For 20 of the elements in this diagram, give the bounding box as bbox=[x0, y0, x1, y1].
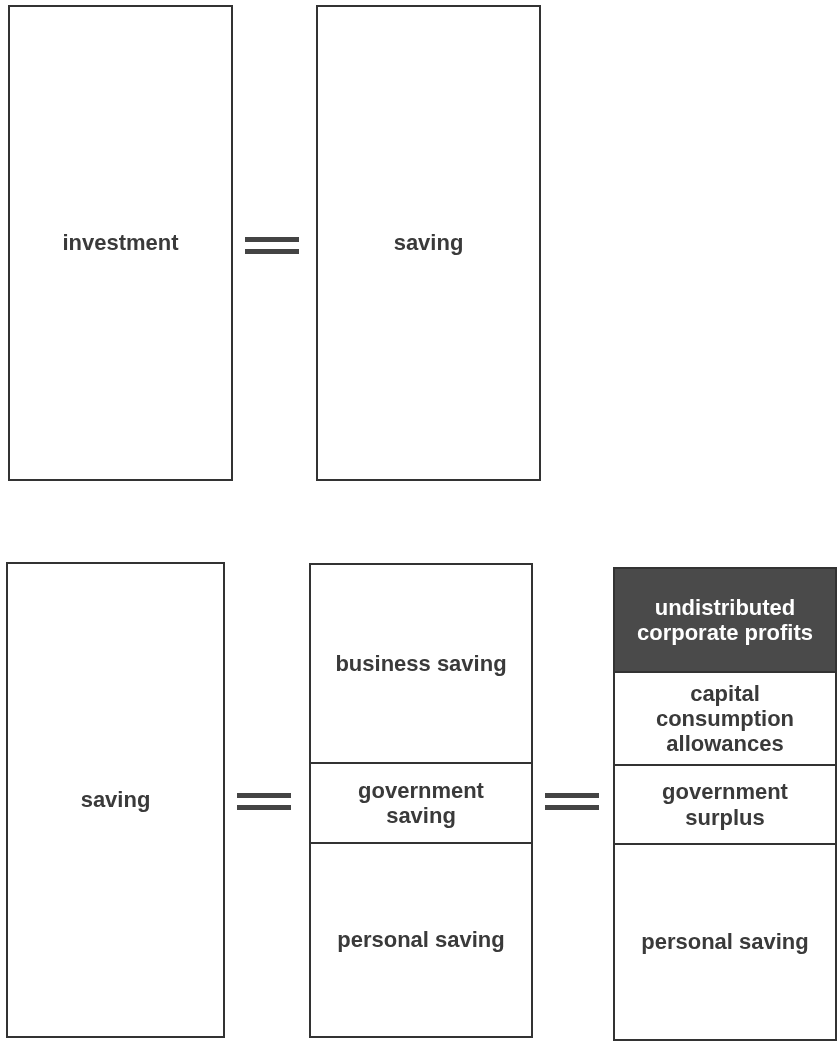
box-label: saving bbox=[392, 230, 465, 256]
quantity-box bbox=[309, 762, 533, 844]
highlighted-segment bbox=[613, 567, 837, 673]
quantity-box bbox=[8, 5, 233, 481]
box-label: government surplus bbox=[661, 779, 789, 830]
box-label: government saving bbox=[357, 777, 485, 829]
box-label: investment bbox=[61, 230, 180, 256]
box-label: undistributed corporate profits bbox=[636, 594, 814, 646]
box-label: personal saving bbox=[336, 927, 506, 953]
quantity-box bbox=[613, 843, 837, 1041]
quantity-box bbox=[613, 764, 837, 845]
quantity-box bbox=[309, 842, 533, 1038]
box-label: personal saving bbox=[640, 929, 810, 955]
quantity-box bbox=[613, 671, 837, 766]
box-label: saving bbox=[79, 787, 152, 813]
box-label: capital consumption allowances bbox=[654, 680, 796, 757]
quantity-box bbox=[309, 563, 533, 764]
box-label: business saving bbox=[334, 650, 508, 677]
quantity-box bbox=[316, 5, 541, 481]
quantity-box bbox=[6, 562, 225, 1038]
